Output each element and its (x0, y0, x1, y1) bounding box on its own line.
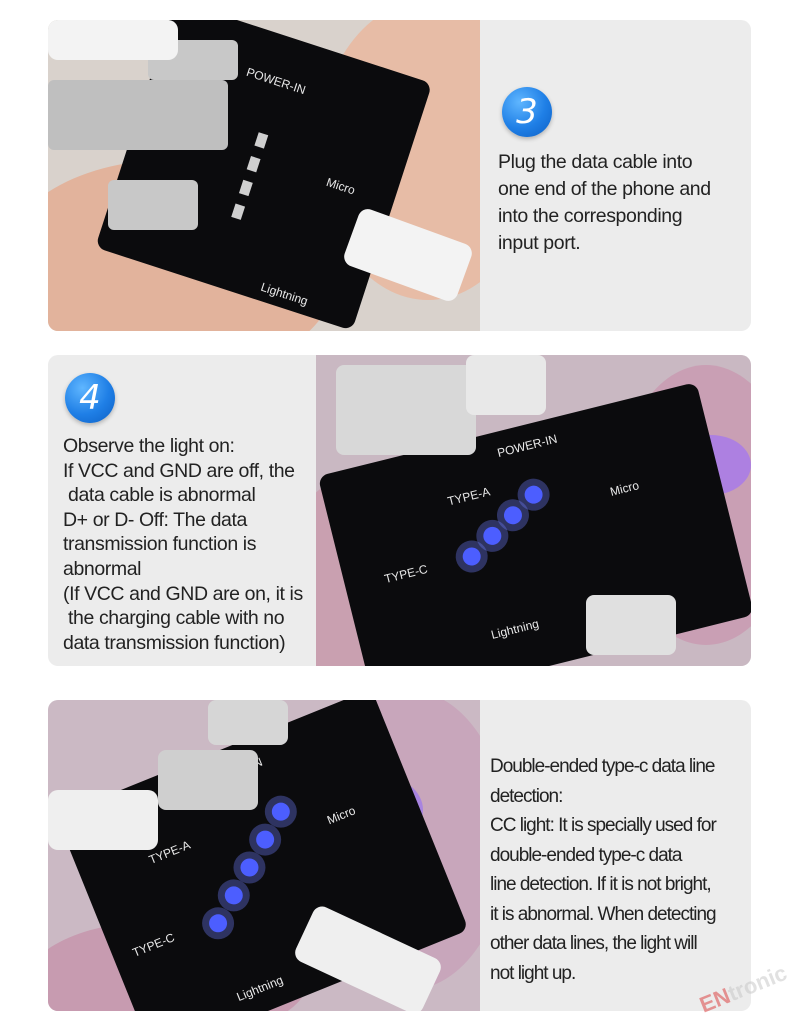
description-line: Plug the data cable into (498, 151, 693, 173)
description-line: detection: (490, 785, 563, 807)
white-cable-top (466, 355, 546, 415)
step-number-badge: 4 (65, 373, 115, 423)
usb-c-connector-left (108, 180, 198, 230)
board-photo-plugging: POWER-IN TYPE-A TYPE-C Micro Lightning (48, 20, 480, 331)
usb-c-connector (586, 595, 676, 655)
step-3-photo: POWER-IN TYPE-A TYPE-C Micro Lightning (48, 20, 480, 331)
white-cable-top (48, 20, 178, 60)
led-gnd (271, 802, 290, 821)
label-micro: Micro (609, 478, 641, 499)
white-cable-right (295, 906, 441, 1011)
step-3-card: POWER-IN TYPE-A TYPE-C Micro Lightning 3… (48, 20, 751, 331)
led-dminus (483, 526, 502, 545)
board-photo-cc-led: POWER-IN TYPE-A TYPE-C Micro Lightning (48, 700, 480, 1011)
description-line: the charging cable with no (63, 607, 285, 630)
usb-c-connector-top (208, 700, 288, 745)
description-line: transmission function is (63, 533, 257, 556)
led-cc (209, 914, 228, 933)
step-4-description: Observe the light on: If VCC and GND are… (63, 434, 318, 655)
description-line: into the corresponding (498, 205, 683, 227)
led-vcc (524, 485, 543, 504)
description-line: Observe the light on: (63, 435, 235, 457)
description-line: abnormal (63, 557, 142, 580)
description-line: Double-ended type-c data line (490, 756, 716, 777)
usb-a-connector (48, 80, 228, 150)
white-cable (344, 209, 472, 301)
board-photo-leds-on: POWER-IN TYPE-A TYPE-C Micro Lightning (316, 355, 751, 666)
white-cable-left (48, 790, 158, 850)
description-line: data transmission function) (63, 631, 286, 654)
description-line: input port. (498, 232, 581, 254)
led-vcc (256, 830, 275, 849)
description-line: CC light: It is specially used for (490, 815, 717, 836)
step-4-card: 4 Observe the light on: If VCC and GND a… (48, 355, 751, 666)
description-line: D+ or D- Off: The data (63, 508, 247, 531)
description-line: double-ended type-c data (490, 844, 683, 866)
cc-detection-photo: POWER-IN TYPE-A TYPE-C Micro Lightning (48, 700, 480, 1011)
description-line: one end of the phone and (498, 178, 711, 200)
step-3-description: Plug the data cable into one end of the … (498, 149, 748, 257)
cc-detection-description: Double-ended type-c data line detection:… (490, 752, 750, 988)
led-dplus (503, 506, 522, 525)
description-line: it is abnormal. When detecting (490, 903, 717, 925)
description-line: other data lines, the light will (490, 933, 698, 954)
led-dplus (240, 858, 259, 877)
led-cc (462, 547, 481, 566)
usb-a-connector (158, 750, 258, 810)
description-line: not light up. (490, 962, 576, 984)
cc-detection-card: POWER-IN TYPE-A TYPE-C Micro Lightning (48, 700, 751, 1011)
step-4-photo: POWER-IN TYPE-A TYPE-C Micro Lightning (316, 355, 751, 666)
step-number-badge: 3 (502, 87, 552, 137)
description-line: line detection. If it is not bright, (490, 874, 712, 895)
description-line: If VCC and GND are off, the (63, 459, 295, 482)
description-line: data cable is abnormal (63, 484, 256, 507)
usb-a-connector (336, 365, 476, 455)
description-line: (If VCC and GND are on, it is (63, 582, 303, 605)
led-dminus (224, 886, 243, 905)
